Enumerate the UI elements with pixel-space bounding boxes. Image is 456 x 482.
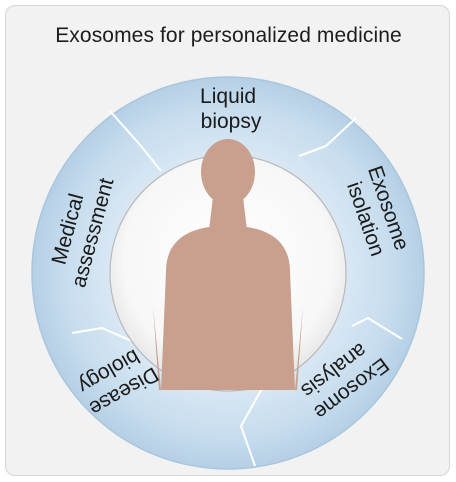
human-silhouette-icon: [153, 139, 303, 390]
label-liquid-biopsy: Liquid biopsy: [200, 85, 262, 133]
diagram-card: Exosomes for personalized medicine: [5, 5, 450, 476]
diagram-title: Exosomes for personalized medicine: [55, 24, 402, 47]
cycle-diagram: Liquid biopsy Exosome isolation Exosome …: [31, 76, 425, 470]
segment-dividers: [71, 110, 403, 467]
